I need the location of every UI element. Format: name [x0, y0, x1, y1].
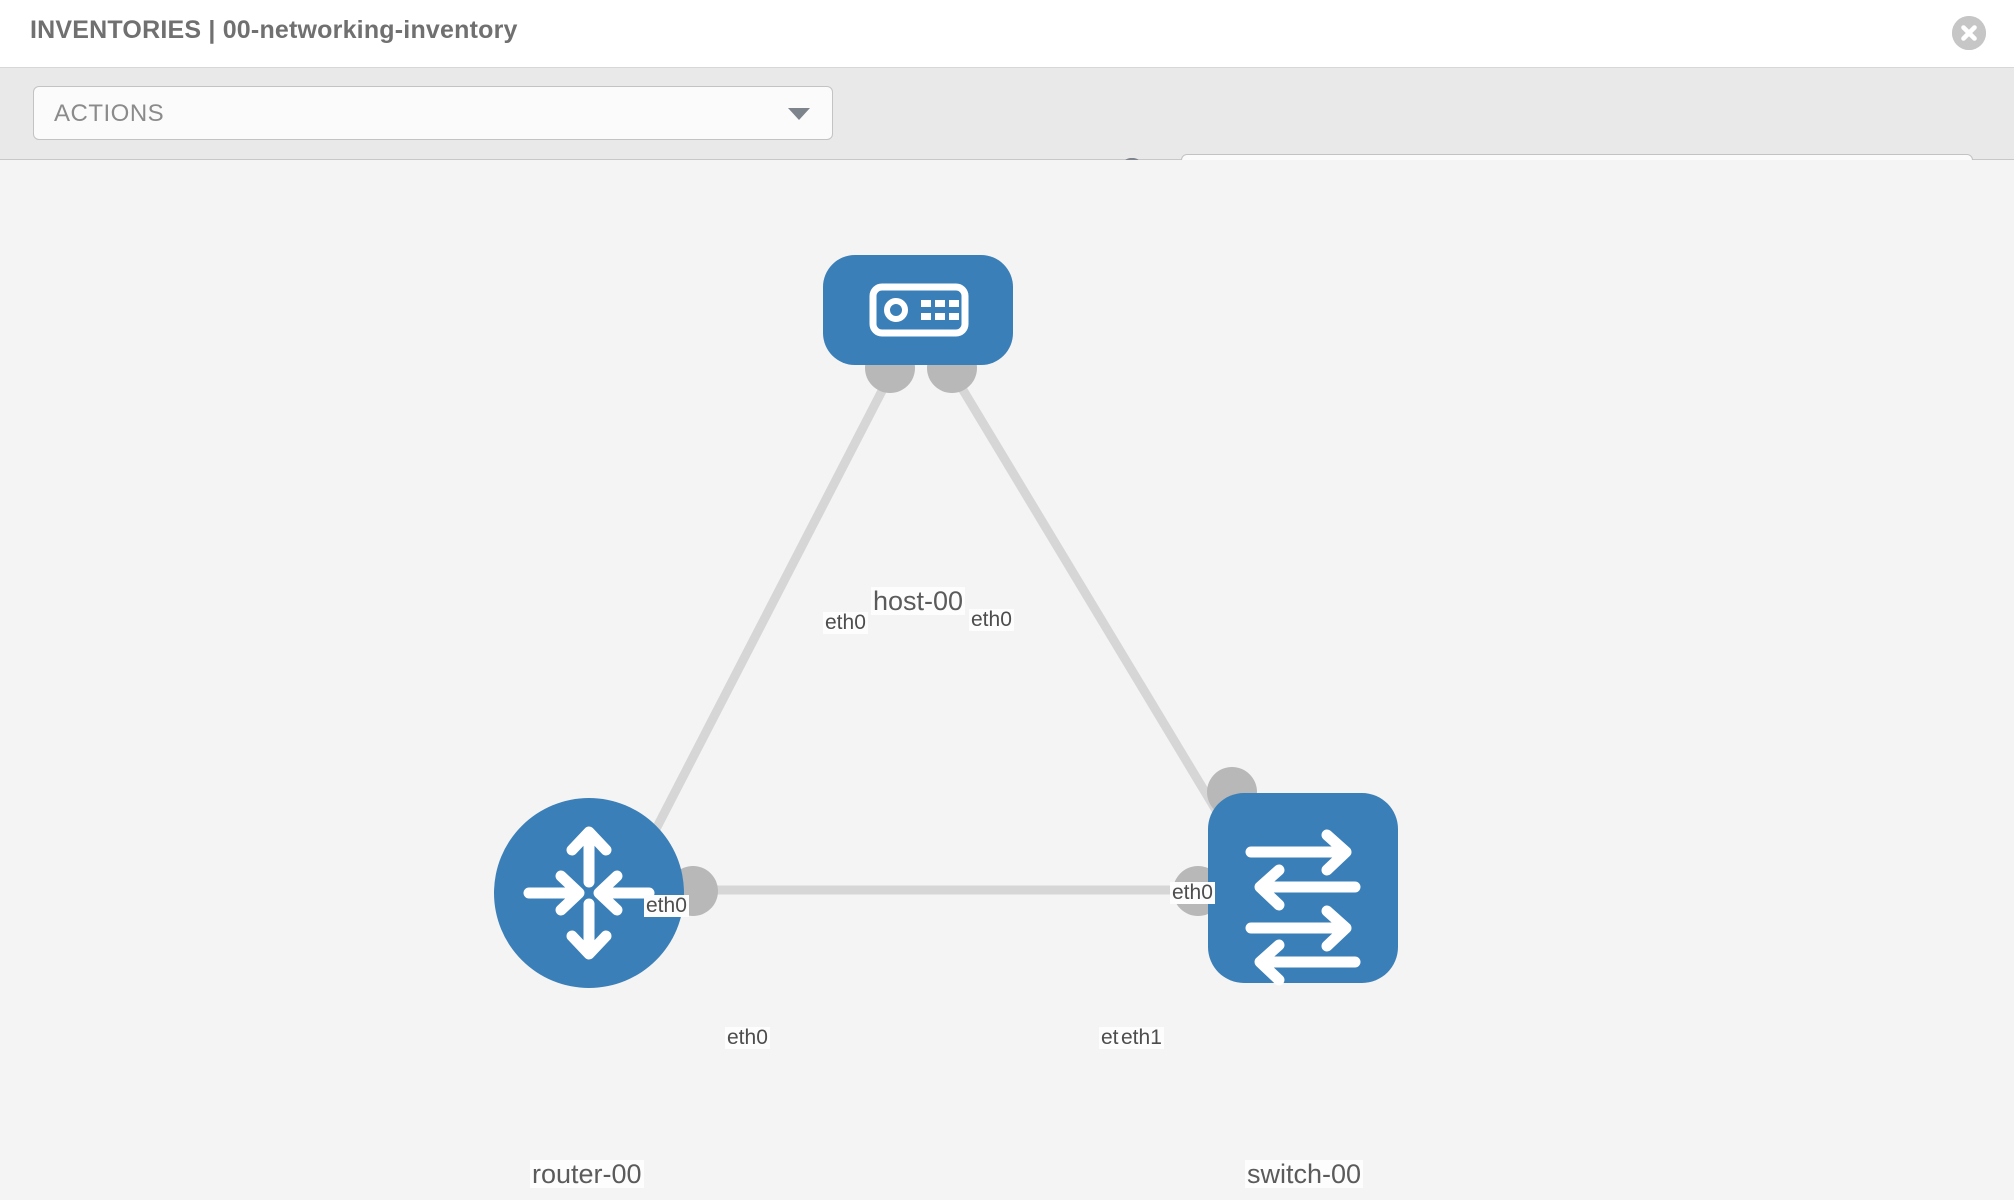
iface-label-link-host-router: eth0 [644, 894, 689, 918]
node-router-00[interactable] [494, 798, 684, 988]
node-switch-00[interactable] [1208, 793, 1398, 986]
chevron-down-icon [788, 108, 810, 120]
page-title: INVENTORIES | 00-networking-inventory [30, 16, 518, 44]
node-label-router-00: router-00 [530, 1159, 644, 1189]
topology-graph [494, 255, 1398, 988]
iface-label-host00-right: eth0 [969, 608, 1014, 632]
topology-canvas[interactable]: host-00 router-00 switch-00 eth0 eth0 et… [0, 160, 2014, 1200]
actions-dropdown-label: ACTIONS [54, 100, 165, 127]
page-header: INVENTORIES | 00-networking-inventory [0, 0, 2014, 68]
node-host-00[interactable] [823, 255, 1013, 365]
node-label-switch-00: switch-00 [1245, 1159, 1364, 1189]
router-arrows-icon [523, 826, 655, 960]
iface-label-host00-left: eth0 [823, 611, 868, 635]
iface-label-router00-eth0: eth0 [725, 1026, 770, 1050]
link-host00-router00 [636, 382, 889, 863]
switch-arrows-icon [1245, 829, 1361, 986]
iface-label-link-host-switch: eth0 [1170, 881, 1215, 905]
toolbar: ACTIONS SEARC [0, 68, 2014, 208]
link-host00-switch00 [956, 382, 1244, 853]
actions-dropdown[interactable]: ACTIONS [33, 86, 833, 140]
server-icon [869, 283, 969, 337]
topology-links [636, 382, 1244, 895]
node-label-host-00: host-00 [871, 586, 966, 616]
iface-label-switch00-eth1: eth1 [1119, 1026, 1164, 1050]
close-icon[interactable] [1952, 16, 1986, 50]
